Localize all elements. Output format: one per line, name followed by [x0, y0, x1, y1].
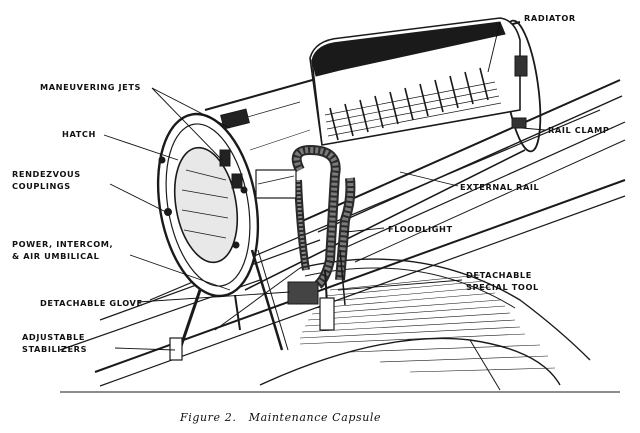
label-umbilical-line1: POWER, INTERCOM, [12, 239, 113, 249]
figure-caption: Figure 2. Maintenance Capsule [179, 411, 381, 424]
leader-external-rail [399, 171, 459, 187]
leader-maneuvering-jets [151, 87, 231, 129]
label-stabilizers-line1: ADJUSTABLE [22, 332, 85, 342]
leader-lines [103, 21, 546, 351]
leader-umbilical [129, 254, 231, 291]
manipulator-arms [250, 249, 346, 351]
label-maneuvering-jets: MANEUVERING JETS [40, 82, 141, 92]
callout-labels: RADIATOR MANEUVERING JETS HATCH RAIL CLA… [12, 13, 609, 354]
leader-rail-clamp [521, 127, 546, 131]
umbilical-hoses [255, 144, 356, 289]
leader-maneuvering-jets-2 [151, 87, 223, 161]
label-special-tool-line2: SPECIAL TOOL [466, 282, 539, 292]
leader-hatch [103, 134, 179, 161]
label-external-rail: EXTERNAL RAIL [460, 182, 539, 192]
label-floodlight: FLOODLIGHT [388, 224, 453, 234]
capsule-hatch-end [156, 112, 260, 298]
label-detachable-glove: DETACHABLE GLOVE [40, 298, 143, 308]
radiator-panel [309, 17, 528, 146]
label-rail-clamp: RAIL CLAMP [548, 125, 609, 135]
label-umbilical-line2: & AIR UMBILICAL [12, 251, 99, 261]
leader-stabilizers [114, 347, 176, 351]
label-radiator: RADIATOR [524, 13, 576, 23]
adjustable-stabilizers [169, 289, 241, 361]
leader-rendezvous-couplings [109, 183, 167, 213]
leader-radiator [487, 21, 501, 73]
leader-floodlight [345, 227, 385, 233]
leader-detachable-glove [137, 291, 291, 303]
label-rendezvous-couplings-line1: RENDEZVOUS [12, 169, 81, 179]
label-hatch: HATCH [62, 129, 96, 139]
label-special-tool-line1: DETACHABLE [466, 270, 532, 280]
label-stabilizers-line2: STABILIZERS [22, 344, 87, 354]
leader-special-tool [337, 279, 463, 291]
label-rendezvous-couplings-line2: COUPLINGS [12, 181, 71, 191]
station-hull [59, 79, 626, 393]
